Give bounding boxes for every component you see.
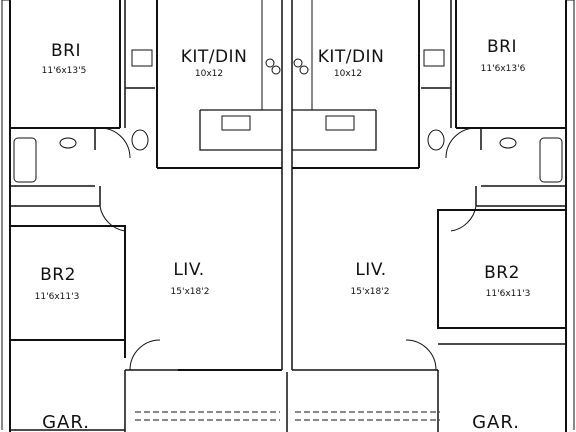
door-swing-liv-left [129, 339, 161, 371]
hall-right-wall [292, 0, 420, 169]
door-swing-bri-left [99, 127, 131, 159]
br2-right-name: BR2 [484, 263, 520, 283]
right-outer-bump [566, 0, 575, 430]
liv-right-name: LIV. [355, 260, 386, 280]
br2-left-name: BR2 [40, 265, 76, 285]
bath-right-walls [475, 128, 566, 207]
bri-left-dims: 11'6x13'5 [42, 66, 87, 76]
gar-left-name: GAR. [42, 412, 90, 432]
br2-left-dims: 11'6x11'3 [35, 292, 80, 302]
sink-right [499, 137, 517, 149]
door-swing-br2-right [450, 205, 477, 232]
kit-right-name: KIT/DIN [318, 47, 385, 67]
bri-left-name: BRI [51, 41, 81, 61]
bri-left-wall [10, 0, 121, 129]
sink-double-left [221, 115, 251, 131]
garage-door-left [135, 411, 280, 421]
tub-right [539, 137, 563, 183]
kit-left-dims: 10x12 [195, 69, 223, 79]
closet-left-wall [124, 0, 155, 128]
br2-right-top [437, 209, 566, 329]
sink-left [59, 137, 77, 149]
toilet-left [131, 129, 149, 151]
liv-left-dims: 15'x18'2 [171, 287, 210, 297]
liv-left-name: LIV. [173, 260, 204, 280]
gar-right-name: GAR. [472, 412, 520, 432]
br2-right-dims: 11'6x11'3 [486, 289, 531, 299]
bath-left-walls [10, 128, 101, 207]
range-right [291, 0, 313, 110]
garage-door-right [295, 411, 440, 421]
counter-right [292, 109, 377, 151]
hall-left-wall [156, 0, 282, 169]
left-outer-bump [1, 0, 10, 430]
toilet-right [427, 129, 445, 151]
sink-double-right [325, 115, 355, 131]
door-swing-bri-right [445, 127, 477, 159]
kit-right-dims: 10x12 [334, 69, 362, 79]
bri-right-name: BRI [487, 37, 517, 57]
liv-right-dims: 15'x18'2 [351, 287, 390, 297]
closet-right-wall [421, 0, 452, 128]
party-wall [281, 0, 293, 370]
garage-left-box [10, 339, 178, 432]
door-swing-liv-right [405, 339, 437, 371]
kit-left-name: KIT/DIN [181, 47, 248, 67]
liv-left-south [124, 340, 282, 371]
door-swing-br2-left [99, 205, 126, 232]
bri-right-dims: 11'6x13'6 [481, 64, 526, 74]
garage-right-box [292, 343, 566, 432]
tub-left [13, 137, 37, 183]
range-left [261, 0, 283, 110]
counter-left [199, 109, 282, 151]
